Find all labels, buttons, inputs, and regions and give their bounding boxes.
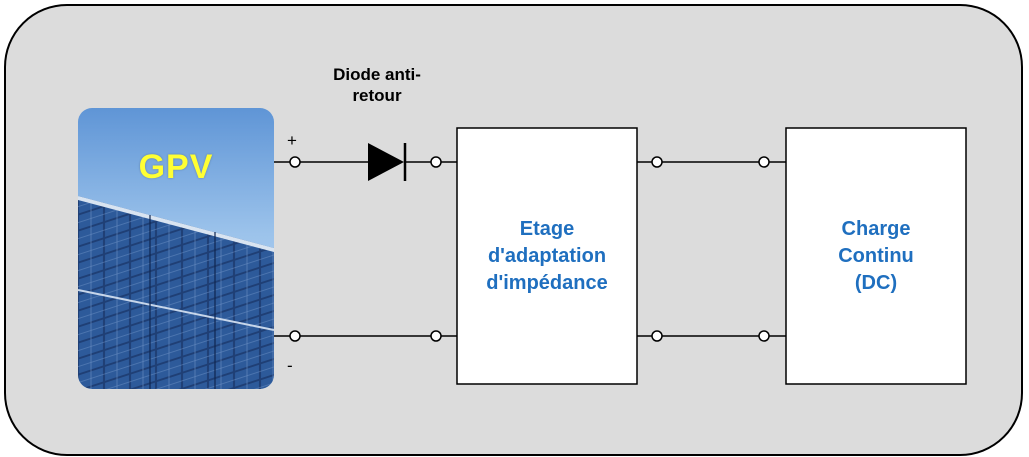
solar-panel-image <box>78 108 274 389</box>
terminal-pv-negative <box>289 330 301 342</box>
adaptation-stage-block <box>456 127 638 385</box>
diode-symbol <box>368 143 431 181</box>
terminal-load-in-negative <box>758 330 770 342</box>
negative-sign: - <box>287 356 293 375</box>
adaptation-stage-label: Etage d'adaptation d'impédance <box>457 128 637 384</box>
terminal-stage-in-negative <box>430 330 442 342</box>
dc-load-line1: Charge <box>841 217 911 240</box>
adaptation-stage-line3: d'impédance <box>486 271 608 294</box>
terminal-stage-out-negative <box>651 330 663 342</box>
terminal-stage-in-positive <box>430 156 442 168</box>
diode-label-line1: Diode anti- <box>333 65 421 84</box>
gpv-label: GPV <box>138 148 214 186</box>
dc-load-line3: (DC) <box>854 271 898 294</box>
diode-label-line2: retour <box>352 86 402 106</box>
positive-sign: + <box>287 131 297 150</box>
dc-load-label: Charge Continu (DC) <box>786 128 966 384</box>
terminal-stage-out-positive <box>651 156 663 168</box>
adaptation-stage-line2: d'adaptation <box>487 244 607 267</box>
dc-load-block <box>785 127 967 385</box>
terminal-load-in-positive <box>758 156 770 168</box>
diode-label: Diode anti- retour <box>292 64 462 107</box>
dc-load-line2: Continu <box>838 244 914 267</box>
terminal-pv-positive <box>289 156 301 168</box>
adaptation-stage-line1: Etage <box>519 217 575 240</box>
